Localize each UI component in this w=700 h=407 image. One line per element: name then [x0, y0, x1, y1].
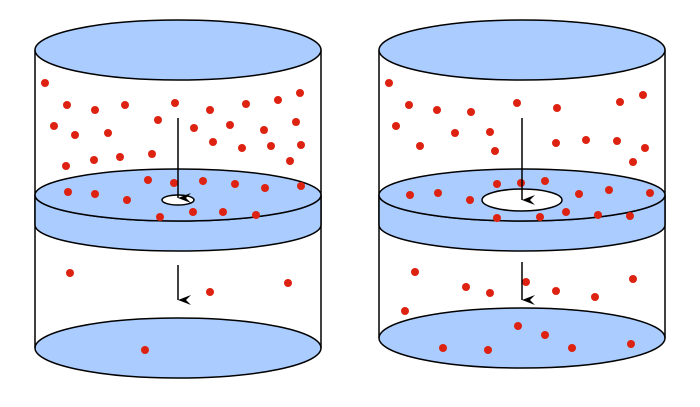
particle-on-membrane	[575, 190, 583, 198]
particle-below	[591, 293, 599, 301]
particle-below	[514, 322, 522, 330]
particle-below	[462, 283, 470, 291]
particle-above	[552, 139, 560, 147]
particle-above	[190, 124, 198, 132]
particle-below	[541, 331, 549, 339]
particle-above	[405, 101, 413, 109]
particle-below	[411, 268, 419, 276]
particle-on-membrane	[91, 190, 99, 198]
particle-above	[50, 122, 58, 130]
particle-on-membrane	[64, 188, 72, 196]
particle-above	[613, 137, 621, 145]
particle-above	[41, 79, 49, 87]
particle-above	[486, 128, 494, 136]
particle-on-membrane	[199, 177, 207, 185]
particle-above	[154, 116, 162, 124]
particle-above	[116, 153, 124, 161]
top-lid	[34, 19, 322, 81]
particle-on-membrane	[434, 189, 442, 197]
particle-on-membrane	[406, 191, 414, 199]
particle-above	[629, 158, 637, 166]
particle-below	[568, 344, 576, 352]
top-lid	[378, 19, 666, 81]
particle-on-membrane	[517, 179, 525, 187]
particle-on-membrane	[605, 186, 613, 194]
particle-on-membrane	[170, 179, 178, 187]
particle-below	[284, 279, 292, 287]
particle-on-membrane	[646, 189, 654, 197]
particle-above	[171, 99, 179, 107]
particle-on-membrane	[189, 208, 197, 216]
particle-on-membrane	[493, 214, 501, 222]
particle-above	[104, 129, 112, 137]
container-small-hole	[34, 19, 322, 379]
particle-above	[209, 138, 217, 146]
particle-above	[226, 121, 234, 129]
particle-above	[416, 142, 424, 150]
particle-below	[552, 287, 560, 295]
particle-below	[206, 288, 214, 296]
bottom-disk	[378, 307, 666, 369]
particle-above	[292, 118, 300, 126]
particle-below	[484, 346, 492, 354]
particle-above	[616, 98, 624, 106]
particle-on-membrane	[562, 208, 570, 216]
particle-on-membrane	[297, 182, 305, 190]
particle-on-membrane	[466, 196, 474, 204]
particle-above	[148, 150, 156, 158]
particle-on-membrane	[594, 211, 602, 219]
particle-on-membrane	[261, 184, 269, 192]
particle-on-membrane	[536, 213, 544, 221]
particle-above	[90, 156, 98, 164]
particle-above	[491, 147, 499, 155]
particle-above	[238, 144, 246, 152]
particle-above	[297, 141, 305, 149]
particle-above	[274, 96, 282, 104]
particle-below	[439, 344, 447, 352]
particle-below	[141, 346, 149, 354]
bottom-disk	[34, 317, 322, 379]
particle-above	[582, 136, 590, 144]
particle-below	[486, 289, 494, 297]
particle-on-membrane	[252, 211, 260, 219]
particle-above	[513, 99, 521, 107]
particle-above	[62, 162, 70, 170]
particle-on-membrane	[541, 177, 549, 185]
particle-above	[467, 108, 475, 116]
particle-above	[91, 106, 99, 114]
particle-above	[639, 91, 647, 99]
particle-above	[286, 157, 294, 165]
particle-above	[267, 142, 275, 150]
particle-above	[553, 104, 561, 112]
particle-above	[206, 106, 214, 114]
particle-below	[66, 269, 74, 277]
particle-above	[451, 129, 459, 137]
particle-on-membrane	[144, 176, 152, 184]
particle-on-membrane	[626, 212, 634, 220]
particle-above	[392, 122, 400, 130]
particle-above	[385, 79, 393, 87]
particle-above	[260, 126, 268, 134]
particle-below	[522, 278, 530, 286]
particle-above	[433, 106, 441, 114]
particle-above	[71, 131, 79, 139]
particle-above	[121, 101, 129, 109]
particle-above	[296, 89, 304, 97]
particle-below	[627, 340, 635, 348]
particle-above	[641, 144, 649, 152]
particle-on-membrane	[219, 208, 227, 216]
particle-below	[401, 307, 409, 315]
particle-above	[63, 101, 71, 109]
particle-on-membrane	[123, 196, 131, 204]
particle-on-membrane	[231, 180, 239, 188]
particle-above	[242, 100, 250, 108]
particle-below	[629, 275, 637, 283]
container-large-hole	[378, 19, 666, 369]
particle-on-membrane	[493, 180, 501, 188]
particle-on-membrane	[156, 213, 164, 221]
